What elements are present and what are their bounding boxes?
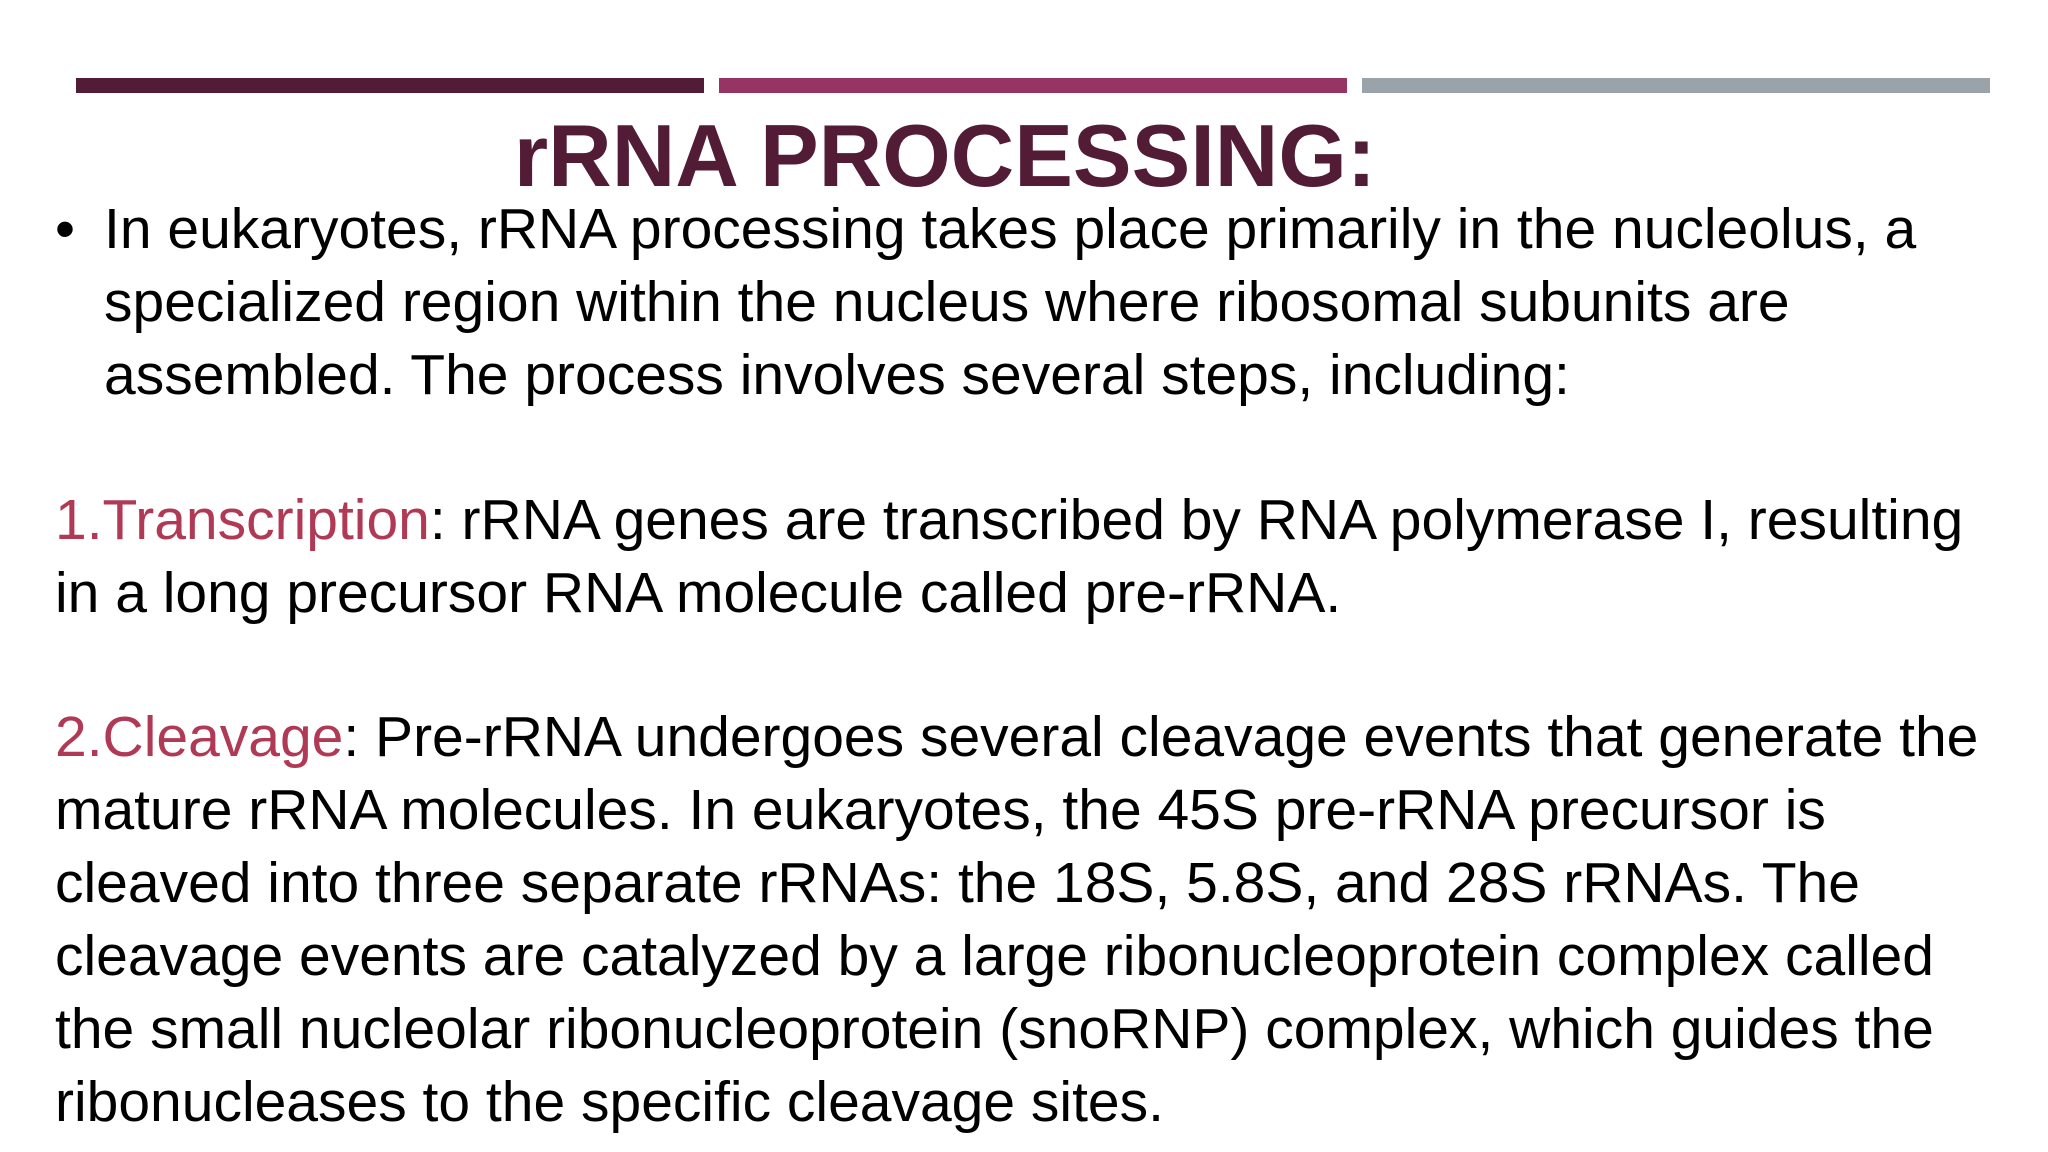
step-label-transcription: 1.Transcription (55, 488, 430, 552)
step-cleavage: 2.Cleavage: Pre-rRNA undergoes several c… (55, 701, 2015, 1139)
accent-bar-gray (1362, 78, 1990, 93)
accent-bar-magenta (719, 78, 1347, 93)
accent-bar-dark (76, 78, 704, 93)
step-text-cleavage: : Pre-rRNA undergoes several cleavage ev… (55, 705, 1979, 1134)
bullet-marker: • (55, 197, 75, 261)
bullet-item: • In eukaryotes, rRNA processing takes p… (55, 193, 2015, 412)
step-transcription: 1.Transcription: rRNA genes are transcri… (55, 484, 2015, 630)
step-label-cleavage: 2.Cleavage (55, 705, 344, 769)
step-text-transcription: : rRNA genes are transcribed by RNA poly… (55, 488, 1964, 625)
slide-title: rRNA PROCESSING: (513, 106, 1377, 205)
bullet-text: In eukaryotes, rRNA processing takes pla… (104, 197, 1917, 407)
